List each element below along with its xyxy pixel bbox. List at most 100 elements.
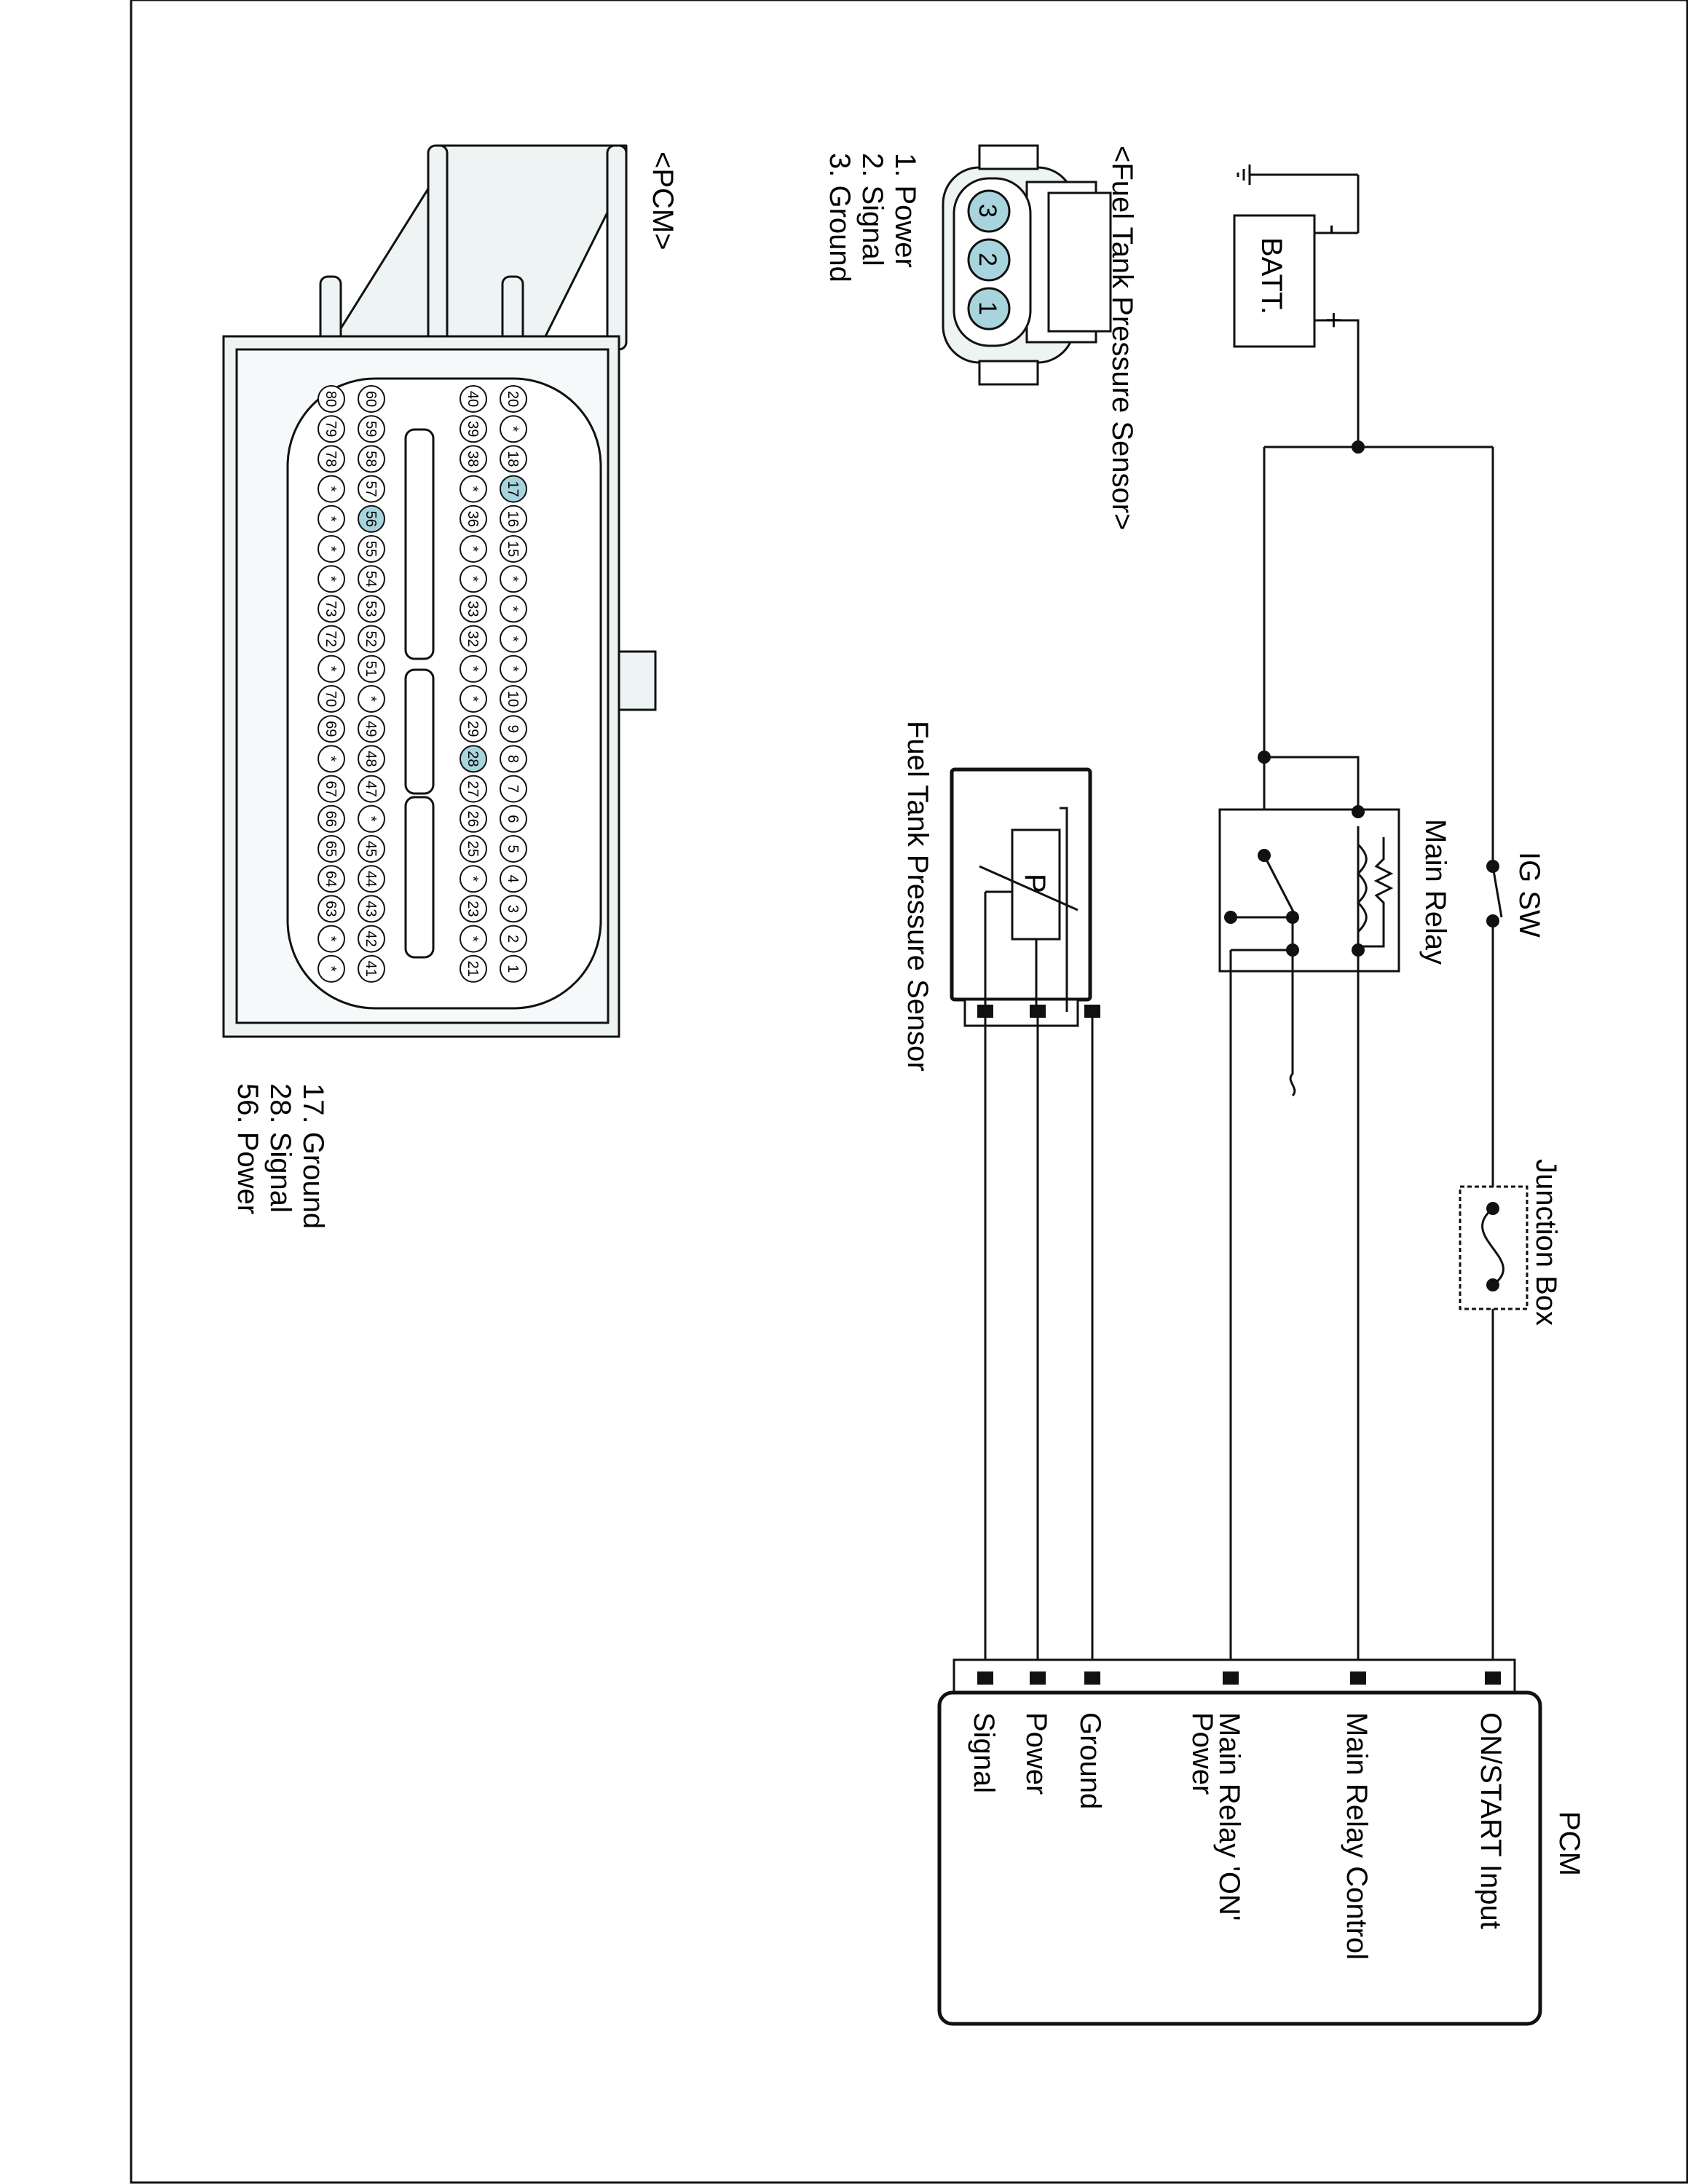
pcm-pin-label: 2 bbox=[505, 935, 521, 943]
pcm-pin-80 bbox=[318, 385, 345, 413]
pcm-connector-slot-2 bbox=[404, 668, 435, 795]
pcm-pin-49 bbox=[358, 715, 385, 743]
pcm-pin-64 bbox=[318, 865, 345, 893]
pcm-pin-18 bbox=[500, 445, 527, 473]
pcm-pin-blank bbox=[358, 804, 385, 833]
junction-box-label: Junction Box bbox=[1530, 1159, 1562, 1326]
sensor-legend-1: 1. Power bbox=[889, 153, 921, 268]
battery-label: BATT. bbox=[1255, 237, 1287, 314]
pcm-pin-label: 23 bbox=[465, 901, 481, 917]
pcm-pin-6 bbox=[500, 804, 527, 833]
pcm-pin-blank bbox=[460, 925, 487, 953]
pcm-pin-label: * bbox=[505, 606, 521, 612]
pcm-pin-label: 64 bbox=[323, 871, 339, 887]
pcm-pin-blank bbox=[500, 415, 527, 443]
pcm-pin-65 bbox=[318, 835, 345, 863]
sensor-connector-pins: 3 2 1 bbox=[967, 189, 1011, 331]
pcm-pin-67 bbox=[318, 775, 345, 803]
pcm-pin-label: * bbox=[465, 486, 481, 492]
pcm-pin-2 bbox=[500, 925, 527, 953]
pcm-pin-blank bbox=[318, 505, 345, 533]
pcm-pin-72 bbox=[318, 625, 345, 653]
dot-igsw-a bbox=[1486, 860, 1499, 873]
pcm-pin-label: 79 bbox=[323, 421, 339, 437]
pcm-pin-label: * bbox=[363, 696, 379, 702]
sensor-pin-3-label: 3 bbox=[974, 204, 1001, 218]
pcm-connector-key bbox=[618, 650, 657, 711]
pcm-pin-25 bbox=[460, 835, 487, 863]
battery-neg-label: - bbox=[1317, 224, 1349, 234]
pcm-pin-blank bbox=[460, 565, 487, 593]
pcm-pin-blank bbox=[318, 654, 345, 683]
pcm-pin-58 bbox=[358, 445, 385, 473]
pcm-pin-17 bbox=[500, 475, 527, 503]
pcm-pin-label: * bbox=[323, 666, 339, 672]
dot-fuse-b bbox=[1486, 1278, 1499, 1291]
term-sensor-1 bbox=[977, 1005, 993, 1018]
pcm-pin-label: * bbox=[323, 756, 339, 762]
pcm-pin-label: 63 bbox=[323, 901, 339, 917]
pcm-pin-label: 41 bbox=[363, 961, 379, 977]
pcm-pin-label: 10 bbox=[505, 691, 521, 707]
term-pcm-1 bbox=[1485, 1671, 1501, 1685]
dot-relay-c bbox=[1286, 911, 1299, 924]
pcm-pin-38 bbox=[460, 445, 487, 473]
pcm-pin-5 bbox=[500, 835, 527, 863]
sensor-legend-2: 2. Signal bbox=[856, 153, 888, 266]
pcm-pin-label: 58 bbox=[363, 451, 379, 467]
term-pcm-3 bbox=[1223, 1671, 1239, 1685]
pcm-pin-21 bbox=[460, 954, 487, 983]
pcm-pin-78 bbox=[318, 445, 345, 473]
pcm-pin-label: 16 bbox=[505, 511, 521, 527]
dot-fuse-a bbox=[1486, 1202, 1499, 1215]
ground-symbol bbox=[1237, 165, 1251, 185]
pcm-pin-label: 60 bbox=[363, 391, 379, 407]
pcm-pin-label: 56 bbox=[363, 511, 379, 527]
pcm-pin-73 bbox=[318, 595, 345, 623]
pcm-pin-60 bbox=[358, 385, 385, 413]
relay-feed-1 bbox=[1263, 447, 1360, 812]
pcm-pin-20 bbox=[500, 385, 527, 413]
pcm-pin-label: 15 bbox=[505, 541, 521, 557]
pcm-pin-70 bbox=[318, 685, 345, 713]
pcm-pin-4 bbox=[500, 865, 527, 893]
pcm-pin-55 bbox=[358, 535, 385, 563]
pcm-pin-label: 72 bbox=[323, 630, 339, 646]
pcm-pin-blank bbox=[318, 565, 345, 593]
dot-bplus bbox=[1352, 440, 1365, 454]
pcm-pin-blank bbox=[460, 535, 487, 563]
pcm-pin-label: 49 bbox=[363, 721, 379, 737]
pcm-pin-label: * bbox=[323, 966, 339, 972]
sensor-pin-1-label: 1 bbox=[974, 301, 1001, 315]
relay-coil bbox=[1356, 826, 1368, 950]
pcm-pin-label: * bbox=[323, 546, 339, 552]
pcm-pin-label: 6 bbox=[505, 815, 521, 823]
dot-relay-e bbox=[1352, 943, 1365, 957]
pcm-pin-79 bbox=[318, 415, 345, 443]
pcm-pin-42 bbox=[358, 925, 385, 953]
pcm-pin-7 bbox=[500, 775, 527, 803]
pcm-pin-label: 33 bbox=[465, 601, 481, 617]
pcm-pin-label: 59 bbox=[363, 421, 379, 437]
pcm-pin-label: * bbox=[505, 636, 521, 642]
pcm-lever-post-b bbox=[606, 144, 628, 351]
dot-relay-d bbox=[1286, 943, 1299, 957]
pcm-pin-label: * bbox=[465, 546, 481, 552]
pcm-pin-32 bbox=[460, 625, 487, 653]
pcm-pin-label: 26 bbox=[465, 811, 481, 827]
main-relay-box bbox=[1218, 808, 1400, 973]
pcm-connector-face bbox=[222, 144, 657, 1038]
pcm-pin-label: * bbox=[505, 426, 521, 432]
pcm-pin-label: * bbox=[465, 936, 481, 942]
pcm-pin-blank bbox=[318, 954, 345, 983]
pcm-pin-label: 28 bbox=[465, 751, 481, 767]
battery-pos-label: + bbox=[1317, 312, 1349, 328]
pcm-title: PCM bbox=[1553, 1811, 1585, 1876]
pcm-pin-label: 5 bbox=[505, 844, 521, 852]
term-pcm-5 bbox=[1030, 1671, 1046, 1685]
pcm-pin-label: 27 bbox=[465, 780, 481, 796]
dot-relay-a bbox=[1352, 805, 1365, 818]
pcm-pin-10 bbox=[500, 685, 527, 713]
ig-sw-label: IG SW bbox=[1513, 852, 1545, 938]
